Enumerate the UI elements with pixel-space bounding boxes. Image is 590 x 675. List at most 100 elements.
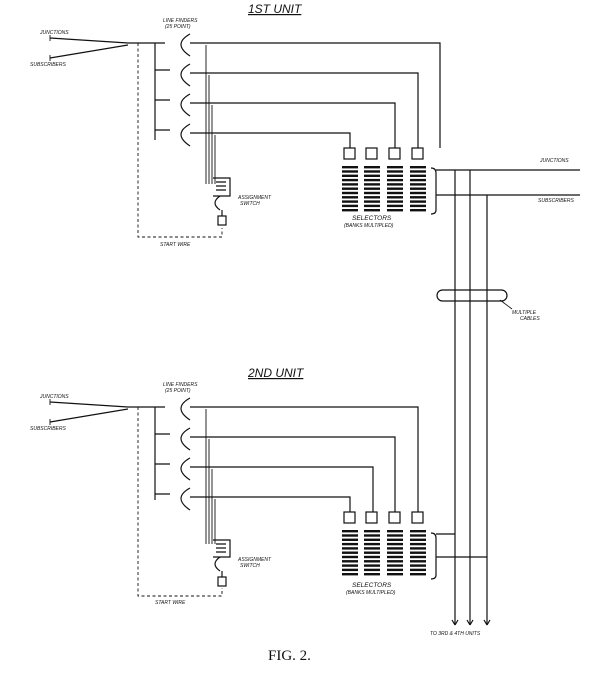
unit-2-bank-contact	[364, 538, 380, 541]
unit-2-bank-contact	[342, 538, 358, 541]
unit-2-line-finders-sub: (25 POINT)	[165, 388, 191, 394]
unit-1-assignment-switch	[214, 195, 221, 211]
unit-2-bank-contact	[364, 573, 380, 576]
unit-2-selector-1	[343, 511, 356, 524]
unit-1-selector-banks	[342, 166, 426, 212]
unit-1-bank-contact	[387, 178, 403, 182]
unit-1-assignment-box	[217, 215, 227, 226]
unit-1-bank-contact	[410, 183, 426, 186]
unit-1-bank-contact	[364, 191, 380, 195]
unit-1-bank-contact	[387, 204, 403, 208]
unit-2-bank-contact	[410, 573, 426, 576]
unit-1-bank-contact	[342, 196, 358, 199]
unit-2-bank-contact	[364, 568, 380, 572]
unit-1-bank-contact	[364, 204, 380, 208]
unit-2-title: 2ND UNIT	[247, 366, 305, 380]
unit-1-bank-contact	[387, 183, 403, 186]
unit-2-bank-contact	[342, 547, 358, 550]
bottom-units-label: TO 3RD & 4TH UNITS	[430, 631, 481, 637]
unit-2-start-wire-label: START WIRE	[155, 600, 186, 606]
unit-2-bank-contact	[387, 555, 403, 559]
unit-2-selector-4	[411, 511, 424, 524]
unit-1: 1ST UNIT LINE FINDERS (25 POINT) JUNCTIO…	[30, 2, 580, 248]
unit-1-bank-contact	[342, 200, 358, 203]
unit-2-selector-3	[388, 511, 401, 524]
multiple-cables	[436, 170, 513, 626]
unit-2-bank-contact	[387, 542, 403, 546]
unit-1-bank-contact	[342, 183, 358, 186]
unit-1-start-wire-label: START WIRE	[160, 242, 191, 248]
unit-1-bank-contact	[410, 170, 426, 173]
unit-2-bank-contact	[364, 564, 380, 567]
unit-1-bank-contact	[410, 200, 426, 203]
unit-2-bank-contact	[387, 538, 403, 541]
unit-1-line-finder-1	[180, 33, 191, 57]
unit-2-bank-contact	[410, 547, 426, 550]
unit-2-bank-contact	[387, 560, 403, 563]
unit-1-bank-contact	[364, 170, 380, 173]
unit-1-bank-contact	[410, 166, 426, 169]
unit-2-selector-banks	[342, 530, 426, 576]
unit-2-bank-contact	[387, 547, 403, 550]
unit-1-bank-contact	[387, 209, 403, 212]
unit-1-bank-contact	[342, 191, 358, 195]
unit-1-bank-contact	[342, 204, 358, 208]
unit-2-bank-contact	[410, 530, 426, 533]
unit-1-bank-contact	[364, 166, 380, 169]
unit-1-bank-contact	[387, 174, 403, 177]
unit-1-selector-1	[343, 147, 356, 160]
unit-1-title: 1ST UNIT	[248, 2, 303, 16]
unit-1-selectors-label: SELECTORS	[352, 215, 392, 222]
unit-1-assignment-label: ASSIGNMENT	[237, 195, 272, 201]
unit-2-bank-contact	[410, 538, 426, 541]
unit-2-bank-contact	[387, 551, 403, 554]
unit-1-bank-contact	[387, 166, 403, 169]
unit-2-line-finder-2	[180, 427, 191, 451]
unit-1-bank-contact	[410, 191, 426, 195]
unit-1-bank-contact	[364, 200, 380, 203]
cable-bundle-oval	[436, 289, 508, 302]
unit-2-bank-contact	[410, 555, 426, 559]
unit-2-bank-contact	[364, 560, 380, 563]
unit-2-assignment-label: ASSIGNMENT	[237, 557, 272, 563]
unit-1-line-finder-2	[180, 63, 191, 87]
unit-2-bank-contact	[387, 573, 403, 576]
unit-2-selectors-label: SELECTORS	[352, 582, 392, 589]
unit-2-bank-contact	[410, 568, 426, 572]
unit-2-bank-contact	[342, 534, 358, 537]
right-junctions-label: JUNCTIONS	[539, 158, 569, 164]
unit-1-selector-3	[388, 147, 401, 160]
unit-1-bank-contact	[410, 187, 426, 190]
figure-caption: FIG. 2.	[268, 648, 311, 664]
unit-1-bank-contact	[364, 174, 380, 177]
unit-1-selector-2	[365, 147, 378, 160]
unit-1-bank-contact	[342, 178, 358, 182]
unit-2-bank-contact	[342, 530, 358, 533]
unit-1-bank-contact	[342, 170, 358, 173]
unit-2-subscribers-label: SUBSCRIBERS	[30, 426, 67, 432]
unit-2-bank-contact	[342, 573, 358, 576]
unit-2-bank-contact	[342, 564, 358, 567]
unit-1-bank-contact	[387, 191, 403, 195]
unit-2-line-finder-3	[180, 457, 191, 481]
unit-2-selector-2	[365, 511, 378, 524]
unit-2-bank-contact	[410, 534, 426, 537]
unit-2-bank-contact	[410, 551, 426, 554]
unit-2-line-finders-label: LINE FINDERS	[163, 382, 198, 388]
unit-1-bank-contact	[342, 174, 358, 177]
unit-1-bank-contact	[364, 196, 380, 199]
unit-2-bank-contact	[342, 555, 358, 559]
unit-2-bank-contact	[342, 542, 358, 546]
unit-1-bank-contact	[387, 187, 403, 190]
unit-2-bank-contact	[387, 564, 403, 567]
unit-2-bank-contact	[364, 534, 380, 537]
unit-1-assignment-sub: SWITCH	[240, 201, 260, 207]
unit-1-bank-contact	[387, 170, 403, 173]
unit-2-bank-contact	[410, 564, 426, 567]
unit-1-line-finders-sub: (25 POINT)	[165, 24, 191, 30]
unit-1-bank-contact	[410, 209, 426, 212]
unit-1-line-finder-3	[180, 93, 191, 117]
unit-1-bank-contact	[387, 200, 403, 203]
unit-1-bank-contact	[410, 196, 426, 199]
unit-2-assignment-box	[217, 576, 227, 587]
